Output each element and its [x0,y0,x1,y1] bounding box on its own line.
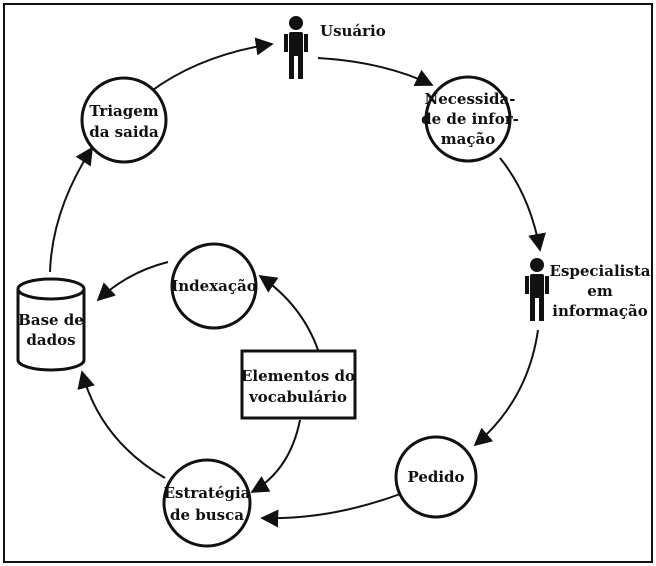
node-indexacao-label: Indexação [171,277,256,295]
node-triagem-line-2: da saida [89,123,159,141]
node-especialista-line-2: em [587,282,613,300]
node-elementos-line-1: Elementos do [241,367,355,385]
node-pedido-label: Pedido [407,468,464,486]
arrow-estrategia-to-base [77,370,166,479]
person-icon [284,16,308,79]
node-base-de-dados [16,277,86,372]
arrow-vocabulario-to-estrategia [250,419,301,493]
node-necessidade-line-2: de de infor- [421,110,519,128]
node-pedido [394,435,478,519]
node-especialista-line-3: informação [552,302,647,320]
node-especialista-line-1: Especialista [550,262,651,280]
node-usuario-label: Usuário [320,22,386,40]
node-estrategia [162,458,252,548]
node-estrategia-line-1: Estratégia [164,484,251,502]
arrow-indexacao-to-base [96,261,169,302]
node-necessidade-line-1: Necessida- [425,90,516,108]
arrow-especialista-to-pedido [473,329,539,447]
node-elementos-do-vocabulario [240,349,357,420]
node-indexacao [170,242,258,330]
node-base-line-2: dados [26,331,75,349]
arrow-vocabulario-to-indexacao [258,274,319,351]
node-estrategia-line-2: de busca [170,506,244,524]
node-triagem-line-1: Triagem [89,102,158,120]
arrow-necessidade-to-especialista [499,157,546,252]
node-elementos-line-2: vocabulário [248,388,347,406]
node-triagem [80,76,168,164]
person-icon [525,258,549,321]
node-necessidade-line-3: mação [441,130,495,148]
arrow-pedido-to-estrategia [260,493,401,528]
node-base-line-1: Base de [18,311,84,329]
arrow-base-to-triagem [49,146,93,273]
arrow-triagem-to-usuario [149,37,274,93]
node-necessidade [424,75,512,163]
arrow-usuario-to-necessidade [317,57,434,86]
